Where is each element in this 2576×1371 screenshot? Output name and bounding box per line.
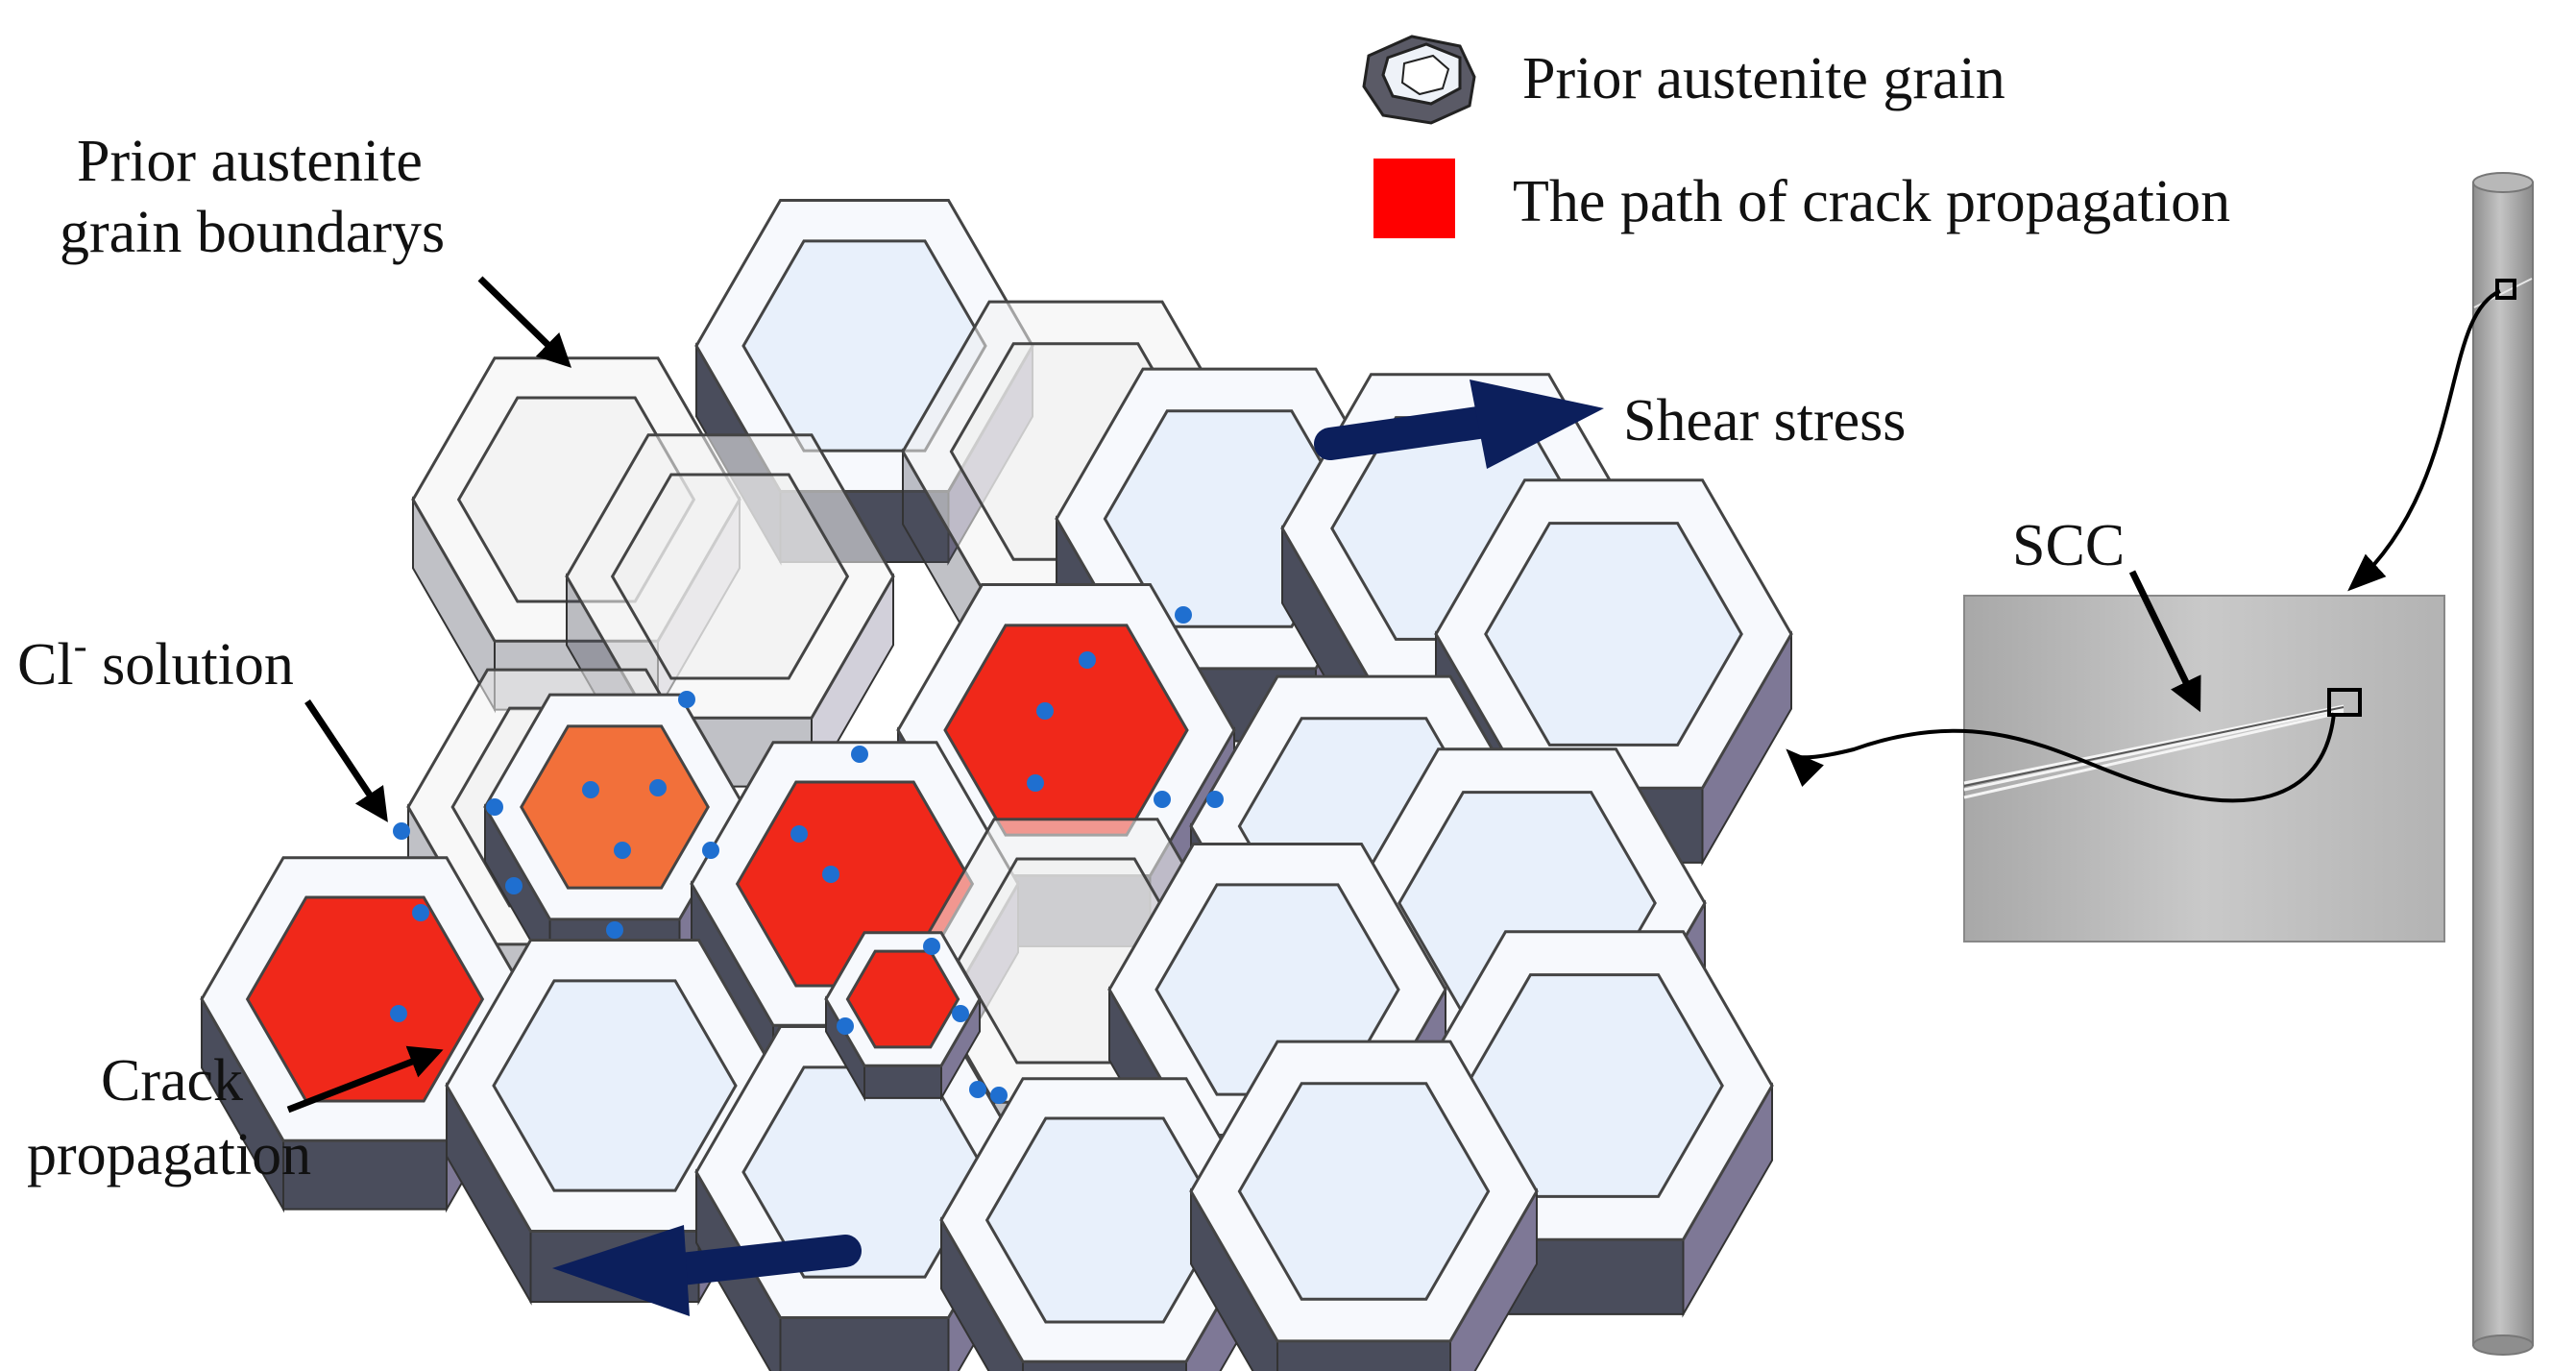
- ion-dot: [702, 842, 719, 859]
- shear-stress-label: Shear stress: [1623, 388, 1906, 453]
- ion-dot: [1079, 651, 1096, 669]
- grain-face: [520, 724, 710, 890]
- ion-dot: [1027, 774, 1044, 792]
- ion-dot: [505, 877, 522, 894]
- ion-dot: [412, 904, 429, 921]
- ion-dot: [1206, 791, 1224, 808]
- ion-dot: [969, 1081, 986, 1098]
- ion-dot: [486, 798, 503, 816]
- rod-to-specimen-connector: [2347, 289, 2501, 592]
- shear-stress-arrow-bottom: [552, 1225, 862, 1316]
- ion-dot: [851, 746, 868, 763]
- grain-side: [1276, 1339, 1451, 1371]
- red-square-icon: [1373, 159, 1455, 238]
- grain-side: [863, 1065, 942, 1099]
- ion-dot: [1154, 791, 1171, 808]
- ion-dot: [1036, 702, 1054, 720]
- ion-dot: [614, 842, 631, 859]
- grain-boundaries-label-line2: grain boundarys: [60, 200, 445, 265]
- grain-cluster: [200, 198, 1793, 1371]
- ion-dot: [390, 1005, 407, 1022]
- specimen-plate: [1963, 595, 2445, 943]
- grain-face: [984, 1116, 1225, 1324]
- ion-dot: [923, 938, 940, 955]
- truncated-octahedron-icon: [1362, 35, 1476, 125]
- grain-boundaries-arrow: [477, 276, 572, 368]
- crack-propagation-label-line2: propagation: [27, 1122, 311, 1187]
- scc-arrow: [2128, 570, 2201, 713]
- ion-dot: [678, 691, 695, 708]
- chloride-arrow: [304, 699, 388, 822]
- chloride-suffix: solution: [87, 632, 294, 698]
- chloride-symbol: Cl: [17, 632, 74, 698]
- ion-dot: [1175, 606, 1192, 624]
- legend: Prior austenite grain The path of crack …: [1362, 35, 2230, 238]
- ion-dot: [582, 781, 599, 798]
- grain-face: [1237, 1082, 1491, 1301]
- ion-dot: [952, 1005, 969, 1022]
- ion-dot: [790, 825, 808, 843]
- ion-dot: [822, 866, 839, 883]
- grain-boundaries-label-line1: Prior austenite: [77, 129, 423, 194]
- specimen-to-grains-connector: [1786, 712, 2336, 803]
- crack-propagation-label-line1: Crack: [101, 1048, 243, 1114]
- grain-face: [1484, 522, 1743, 747]
- grain-face: [492, 979, 738, 1192]
- legend-crack-path-label: The path of crack propagation: [1513, 169, 2230, 234]
- crack-propagation-arrow: [286, 1045, 444, 1114]
- ion-dot: [606, 921, 623, 939]
- ion-dot: [649, 779, 667, 796]
- chloride-ion-dots: [390, 606, 1224, 1104]
- grain-side: [779, 1316, 950, 1371]
- ion-dot: [393, 822, 410, 840]
- scc-label: SCC: [2012, 513, 2125, 578]
- grain-face: [610, 473, 850, 680]
- cylindrical-rod: [2472, 172, 2534, 1356]
- shear-stress-arrow-top: [1314, 379, 1604, 469]
- chloride-charge: -: [74, 624, 87, 669]
- legend-grain-label: Prior austenite grain: [1522, 46, 2005, 111]
- ion-dot: [837, 1017, 854, 1035]
- ion-dot: [990, 1087, 1008, 1104]
- chloride-solution-label: Cl- solution: [17, 624, 294, 698]
